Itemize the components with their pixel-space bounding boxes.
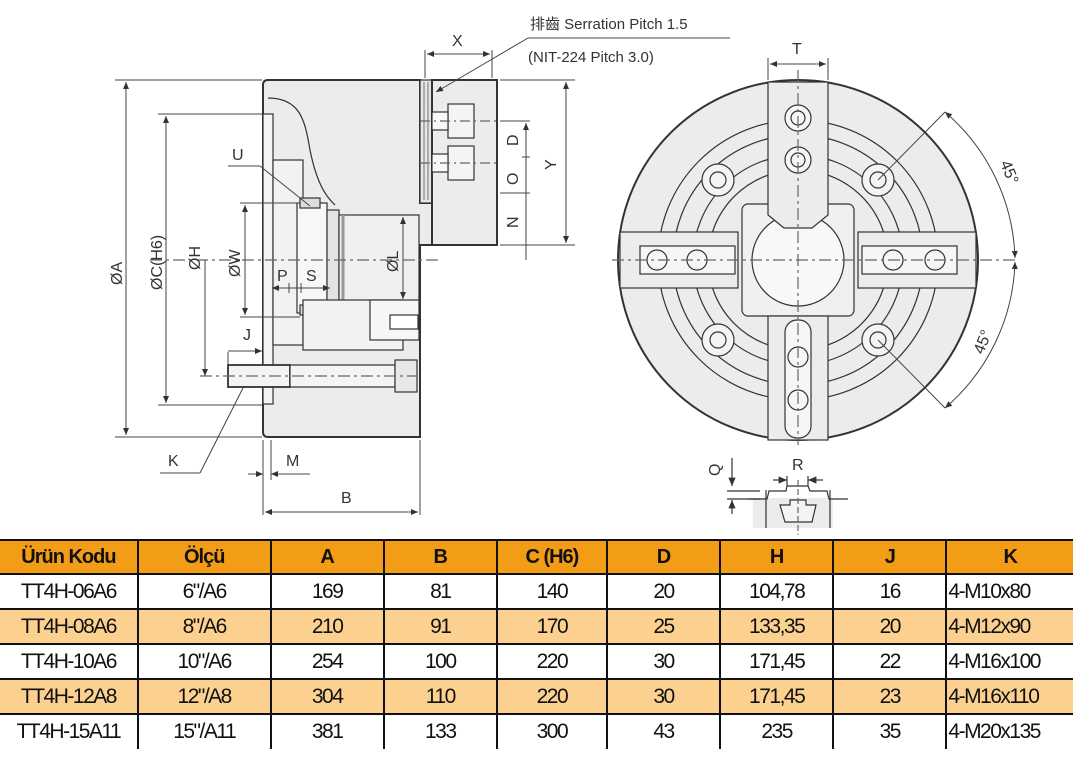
cell-size: 8"/A6	[136, 608, 272, 645]
cell-b: 91	[382, 608, 498, 645]
side-labels: 排齒 Serration Pitch 1.5 (NIT-224 Pitch 3.…	[109, 16, 688, 507]
header-size: Ölçü	[136, 539, 272, 575]
header-j: J	[832, 539, 948, 575]
dim-label-u: U	[232, 147, 244, 164]
cell-j: 22	[832, 643, 948, 680]
serration-labels: R Q	[707, 457, 804, 476]
cell-d: 20	[605, 573, 722, 610]
header-k: K	[945, 539, 1073, 575]
cell-d: 30	[605, 678, 722, 715]
nit-note: (NIT-224 Pitch 3.0)	[528, 49, 654, 66]
serration-note: 排齒 Serration Pitch 1.5	[530, 16, 688, 33]
technical-drawing: 排齒 Serration Pitch 1.5 (NIT-224 Pitch 3.…	[109, 16, 1021, 535]
dim-label-j: J	[243, 327, 251, 344]
dim-label-d: D	[505, 134, 522, 146]
dim-label-b: B	[341, 490, 352, 507]
cell-j: 16	[832, 573, 948, 610]
dim-label-r: R	[792, 457, 804, 474]
cell-h: 104,78	[719, 573, 835, 610]
dim-label-o: O	[505, 173, 522, 185]
side-dimensions	[115, 37, 730, 515]
angle-label-top: 45°	[996, 158, 1021, 187]
cell-c: 170	[495, 608, 608, 645]
cell-a: 304	[269, 678, 385, 715]
cell-k: 4-M16x100	[945, 643, 1073, 680]
cell-a: 254	[269, 643, 385, 680]
cell-c: 220	[495, 643, 608, 680]
header-a: A	[269, 539, 385, 575]
cell-h: 171,45	[719, 678, 835, 715]
front-view	[612, 70, 1015, 445]
table-row: TT4H-08A6 8"/A6 210 91 170 25 133,35 20 …	[0, 608, 1073, 645]
dim-label-t: T	[792, 41, 802, 58]
cell-d: 43	[605, 713, 722, 749]
cell-a: 169	[269, 573, 385, 610]
cell-product-code: TT4H-06A6	[0, 573, 139, 610]
table-row: TT4H-06A6 6"/A6 169 81 140 20 104,78 16 …	[0, 573, 1073, 610]
dim-label-m: M	[286, 453, 299, 470]
dim-label-y: Y	[543, 159, 560, 170]
cell-k: 4-M12x90	[945, 608, 1073, 645]
angle-label-bottom: 45°	[971, 328, 996, 357]
table-row: TT4H-15A11 15"/A11 381 133 300 43 235 35…	[0, 713, 1073, 749]
cell-size: 15"/A11	[136, 713, 272, 749]
cell-c: 140	[495, 573, 608, 610]
cell-h: 235	[719, 713, 835, 749]
cell-size: 12"/A8	[136, 678, 272, 715]
dim-label-l: ØL	[385, 251, 402, 272]
cell-product-code: TT4H-15A11	[0, 713, 139, 749]
cell-j: 23	[832, 678, 948, 715]
dim-label-s: S	[306, 268, 317, 285]
cell-d: 30	[605, 643, 722, 680]
cell-j: 20	[832, 608, 948, 645]
dim-label-h: ØH	[187, 246, 204, 270]
header-b: B	[382, 539, 498, 575]
front-dimensions	[767, 58, 1018, 409]
spec-table: Ürün Kodu Ölçü A B C (H6) D H J K TT4H-0…	[0, 539, 1073, 749]
cell-a: 381	[269, 713, 385, 749]
cell-size: 10"/A6	[136, 643, 272, 680]
cell-k: 4-M20x135	[945, 713, 1073, 749]
cell-a: 210	[269, 608, 385, 645]
table-row: TT4H-10A6 10"/A6 254 100 220 30 171,45 2…	[0, 643, 1073, 680]
header-c: C (H6)	[495, 539, 608, 575]
cell-size: 6"/A6	[136, 573, 272, 610]
dim-label-a: ØA	[109, 262, 126, 285]
serration-detail	[727, 458, 848, 535]
dim-label-k: K	[168, 453, 179, 470]
cell-b: 81	[382, 573, 498, 610]
header-product-code: Ürün Kodu	[0, 539, 139, 575]
table-header-row: Ürün Kodu Ölçü A B C (H6) D H J K	[0, 539, 1073, 575]
dim-label-w: ØW	[227, 249, 244, 277]
dim-label-x: X	[452, 33, 463, 50]
cell-j: 35	[832, 713, 948, 749]
cell-product-code: TT4H-10A6	[0, 643, 139, 680]
cell-h: 171,45	[719, 643, 835, 680]
cell-product-code: TT4H-12A8	[0, 678, 139, 715]
cell-b: 100	[382, 643, 498, 680]
cell-d: 25	[605, 608, 722, 645]
cell-c: 300	[495, 713, 608, 749]
table-row: TT4H-12A8 12"/A8 304 110 220 30 171,45 2…	[0, 678, 1073, 715]
dim-label-n: N	[505, 216, 522, 228]
cell-k: 4-M10x80	[945, 573, 1073, 610]
cell-h: 133,35	[719, 608, 835, 645]
dim-label-p: P	[277, 268, 288, 285]
cell-b: 110	[382, 678, 498, 715]
header-d: D	[605, 539, 722, 575]
cell-product-code: TT4H-08A6	[0, 608, 139, 645]
header-h: H	[719, 539, 835, 575]
cell-b: 133	[382, 713, 498, 749]
cell-k: 4-M16x110	[945, 678, 1073, 715]
cell-c: 220	[495, 678, 608, 715]
dim-label-q: Q	[707, 464, 724, 476]
dim-label-c: ØC(H6)	[149, 235, 166, 290]
